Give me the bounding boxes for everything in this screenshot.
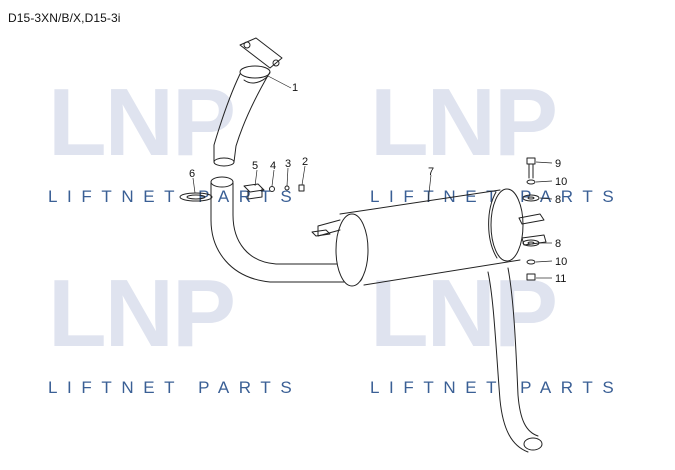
small-hardware-left — [243, 183, 305, 200]
watermark-brand: LIFTNET PARTS — [48, 187, 302, 206]
watermark-logo: LNP — [48, 69, 236, 176]
callout-10-lower: 10 — [555, 256, 567, 268]
callout-9: 9 — [555, 158, 561, 170]
callout-8-lower: 8 — [555, 238, 561, 250]
callout-11: 11 — [555, 273, 566, 285]
part-1-exhaust-pipe-upper — [213, 37, 283, 167]
watermark-bottom-right: LNP LIFTNET PARTS — [370, 266, 670, 466]
callout-1: 1 — [292, 82, 298, 94]
watermark-brand: LIFTNET PARTS — [370, 187, 624, 206]
part-6-clamp — [179, 192, 213, 202]
callout-3: 3 — [285, 158, 291, 170]
callout-6: 6 — [189, 168, 195, 180]
watermark-logo: LNP — [370, 69, 558, 176]
callout-10-upper: 10 — [555, 176, 567, 188]
callout-7: 7 — [428, 166, 434, 178]
watermark-brand: LIFTNET PARTS — [48, 378, 302, 397]
watermark-logo: LNP — [370, 260, 558, 367]
callout-2: 2 — [302, 156, 308, 168]
watermark-bottom-left: LNP LIFTNET PARTS — [48, 266, 348, 466]
callout-5: 5 — [252, 160, 258, 172]
watermark-top-left: LNP LIFTNET PARTS — [48, 75, 348, 275]
watermark-logo: LNP — [48, 260, 236, 367]
part-7-muffler — [311, 188, 547, 287]
watermark-brand: LIFTNET PARTS — [370, 378, 624, 397]
tail-pipe — [487, 267, 543, 453]
watermark-top-right: LNP LIFTNET PARTS — [370, 75, 670, 275]
callout-4: 4 — [270, 160, 276, 172]
bolt-stack-right — [522, 157, 540, 281]
callout-8-upper: 8 — [555, 194, 561, 206]
page-title: D15-3XN/B/X,D15-3i — [8, 11, 121, 25]
